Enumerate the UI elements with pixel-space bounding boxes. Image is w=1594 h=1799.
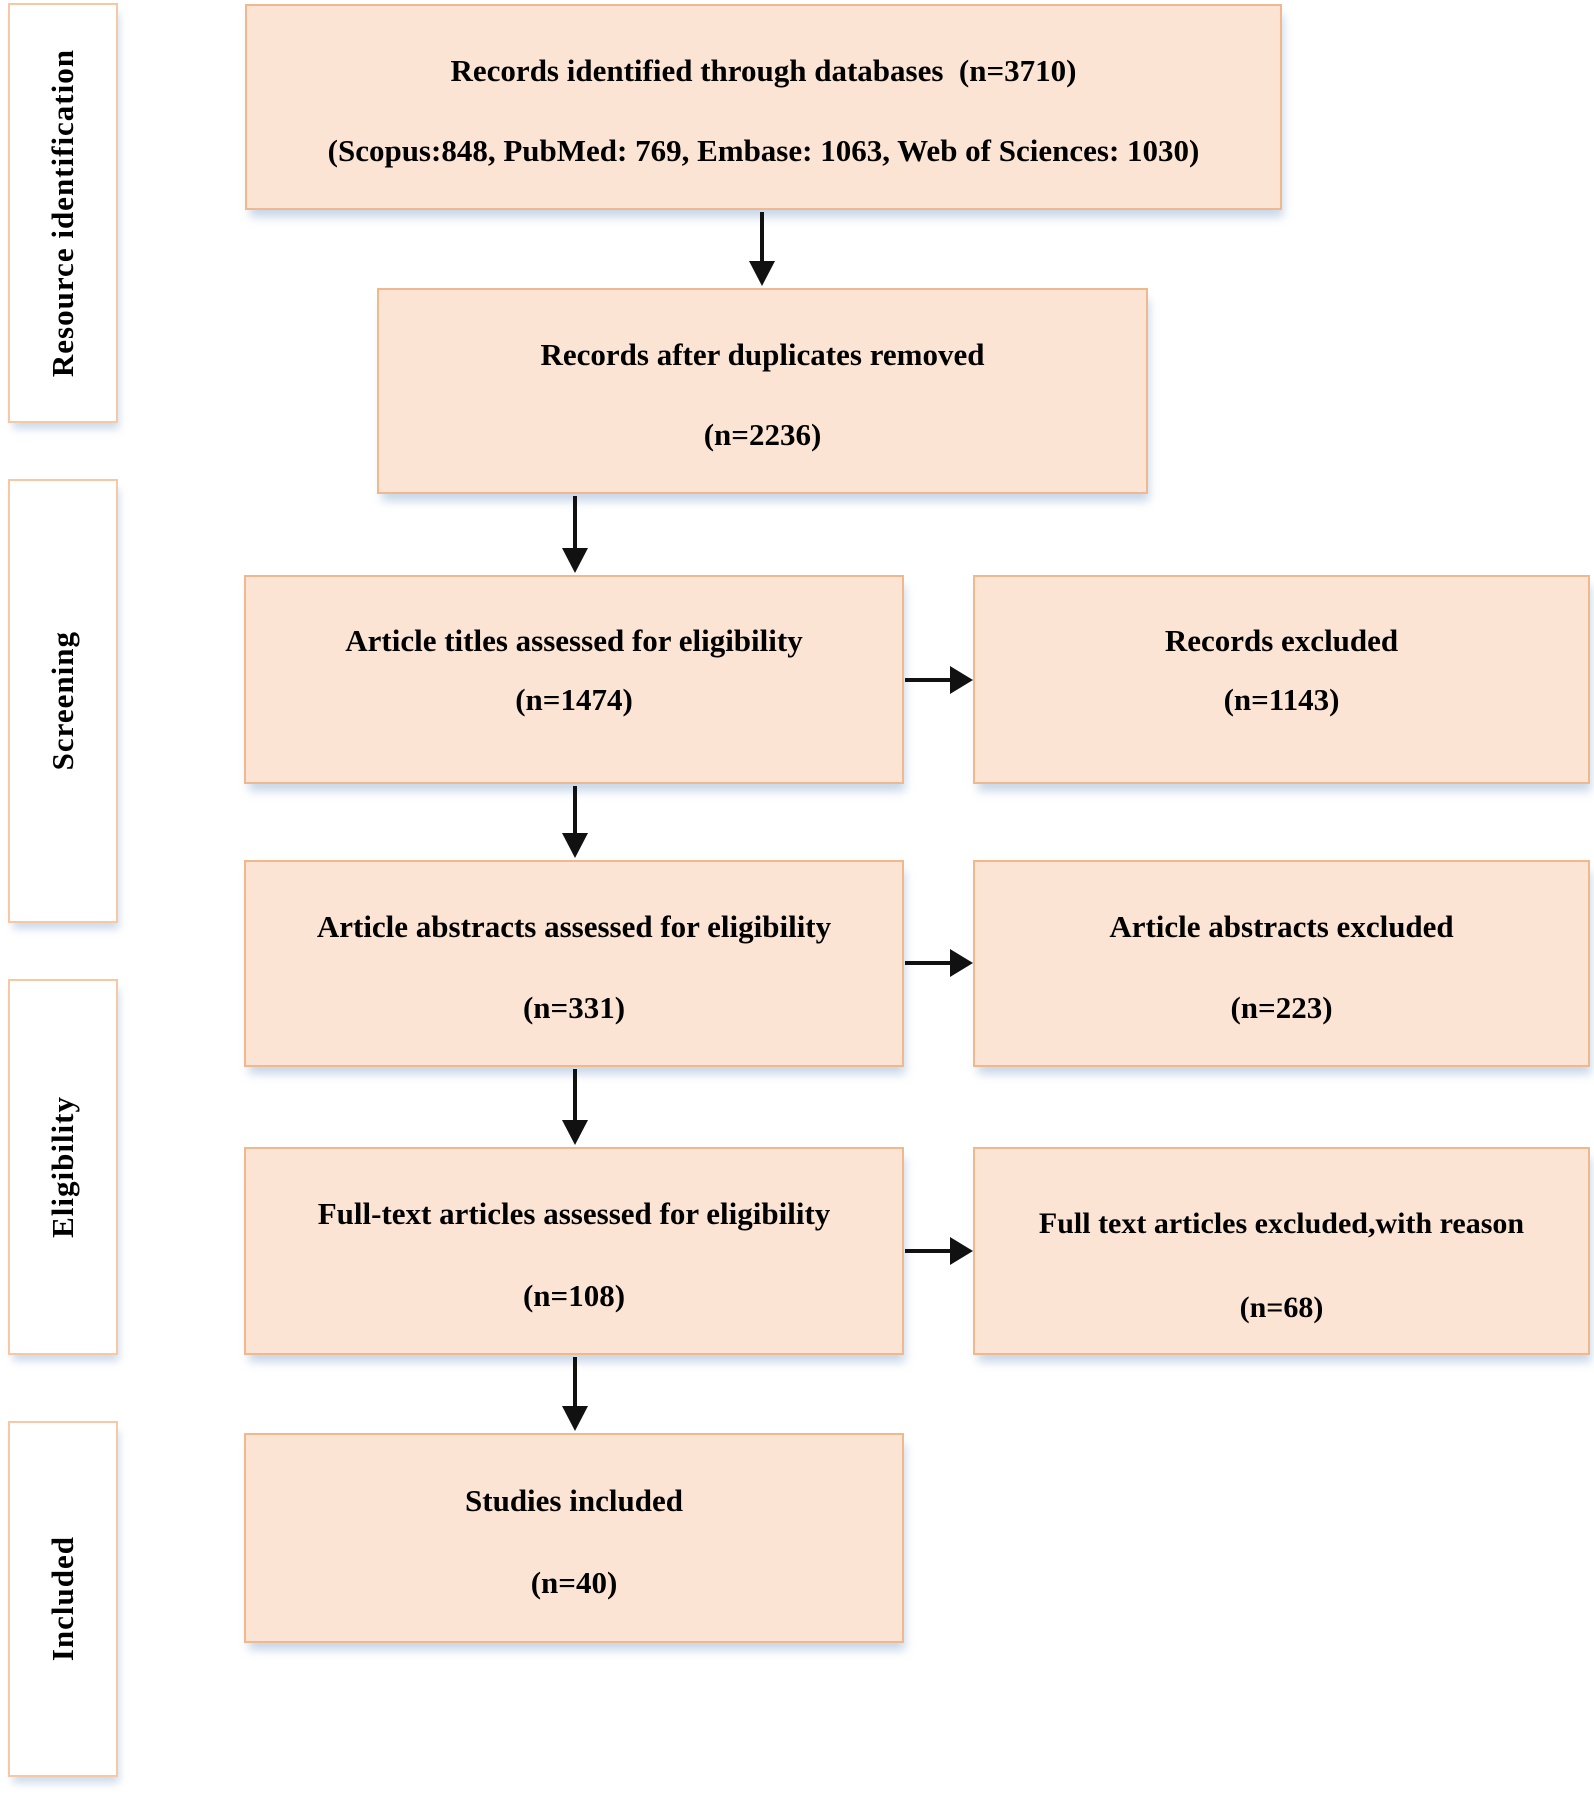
node-abstracts-assessed-title: Article abstracts assessed for eligibili… [316,909,832,945]
arrow-abstracts-to-abstracts-excluded [905,949,973,977]
arrow-titles-to-abstracts [562,786,588,858]
arrow-deduplicated-to-titles [562,496,588,573]
node-fulltext-assessed: Full-text articles assessed for eligibil… [244,1147,904,1355]
stage-label-eligibility: Eligibility [45,1096,80,1238]
node-studies-included-count: (n=40) [530,1565,618,1601]
node-titles-assessed: Article titles assessed for eligibility … [244,575,904,784]
node-fulltext-excluded: Full text articles excluded,with reason … [973,1147,1590,1355]
node-records-identified-title: Records identified through databases (n=… [450,52,1077,88]
node-records-identified-sources: (Scopus:848, PubMed: 769, Embase: 1063, … [327,133,1200,169]
node-records-excluded-count: (n=1143) [1223,682,1340,718]
arrow-abstracts-to-fulltext [562,1069,588,1145]
node-duplicates-removed-count: (n=2236) [703,417,822,453]
node-fulltext-assessed-title: Full-text articles assessed for eligibil… [317,1196,831,1232]
node-abstracts-excluded-count: (n=223) [1230,990,1333,1026]
arrow-titles-to-records-excluded [905,666,973,694]
arrow-identified-to-deduplicated [749,212,775,286]
node-abstracts-assessed: Article abstracts assessed for eligibili… [244,860,904,1067]
node-abstracts-excluded: Article abstracts excluded (n=223) [973,860,1590,1067]
stage-box-screening: Screening [8,479,118,923]
stage-label-resource-identification: Resource identification [45,48,80,378]
node-duplicates-removed-title: Records after duplicates removed [540,336,985,372]
node-fulltext-assessed-count: (n=108) [522,1278,626,1314]
node-fulltext-excluded-title: Full text articles excluded,with reason [1038,1207,1525,1241]
stage-box-included: Included [8,1421,118,1777]
node-abstracts-assessed-count: (n=331) [522,990,626,1026]
node-records-identified: Records identified through databases (n=… [245,4,1282,210]
node-titles-assessed-title: Article titles assessed for eligibility [345,622,803,658]
arrow-fulltext-to-included [562,1357,588,1431]
stage-label-screening: Screening [45,631,80,771]
node-records-excluded-title: Records excluded [1164,622,1399,658]
node-records-excluded: Records excluded (n=1143) [973,575,1590,784]
arrow-fulltext-to-fulltext-excluded [905,1237,973,1265]
node-studies-included-title: Studies included [465,1483,683,1519]
node-fulltext-excluded-count: (n=68) [1239,1290,1324,1324]
stage-box-resource-identification: Resource identification [8,3,118,423]
node-abstracts-excluded-title: Article abstracts excluded [1109,909,1454,945]
node-duplicates-removed: Records after duplicates removed (n=2236… [377,288,1148,494]
node-studies-included: Studies included (n=40) [244,1433,904,1643]
stage-label-included: Included [45,1536,80,1662]
stage-box-eligibility: Eligibility [8,979,118,1355]
node-titles-assessed-count: (n=1474) [515,682,633,718]
